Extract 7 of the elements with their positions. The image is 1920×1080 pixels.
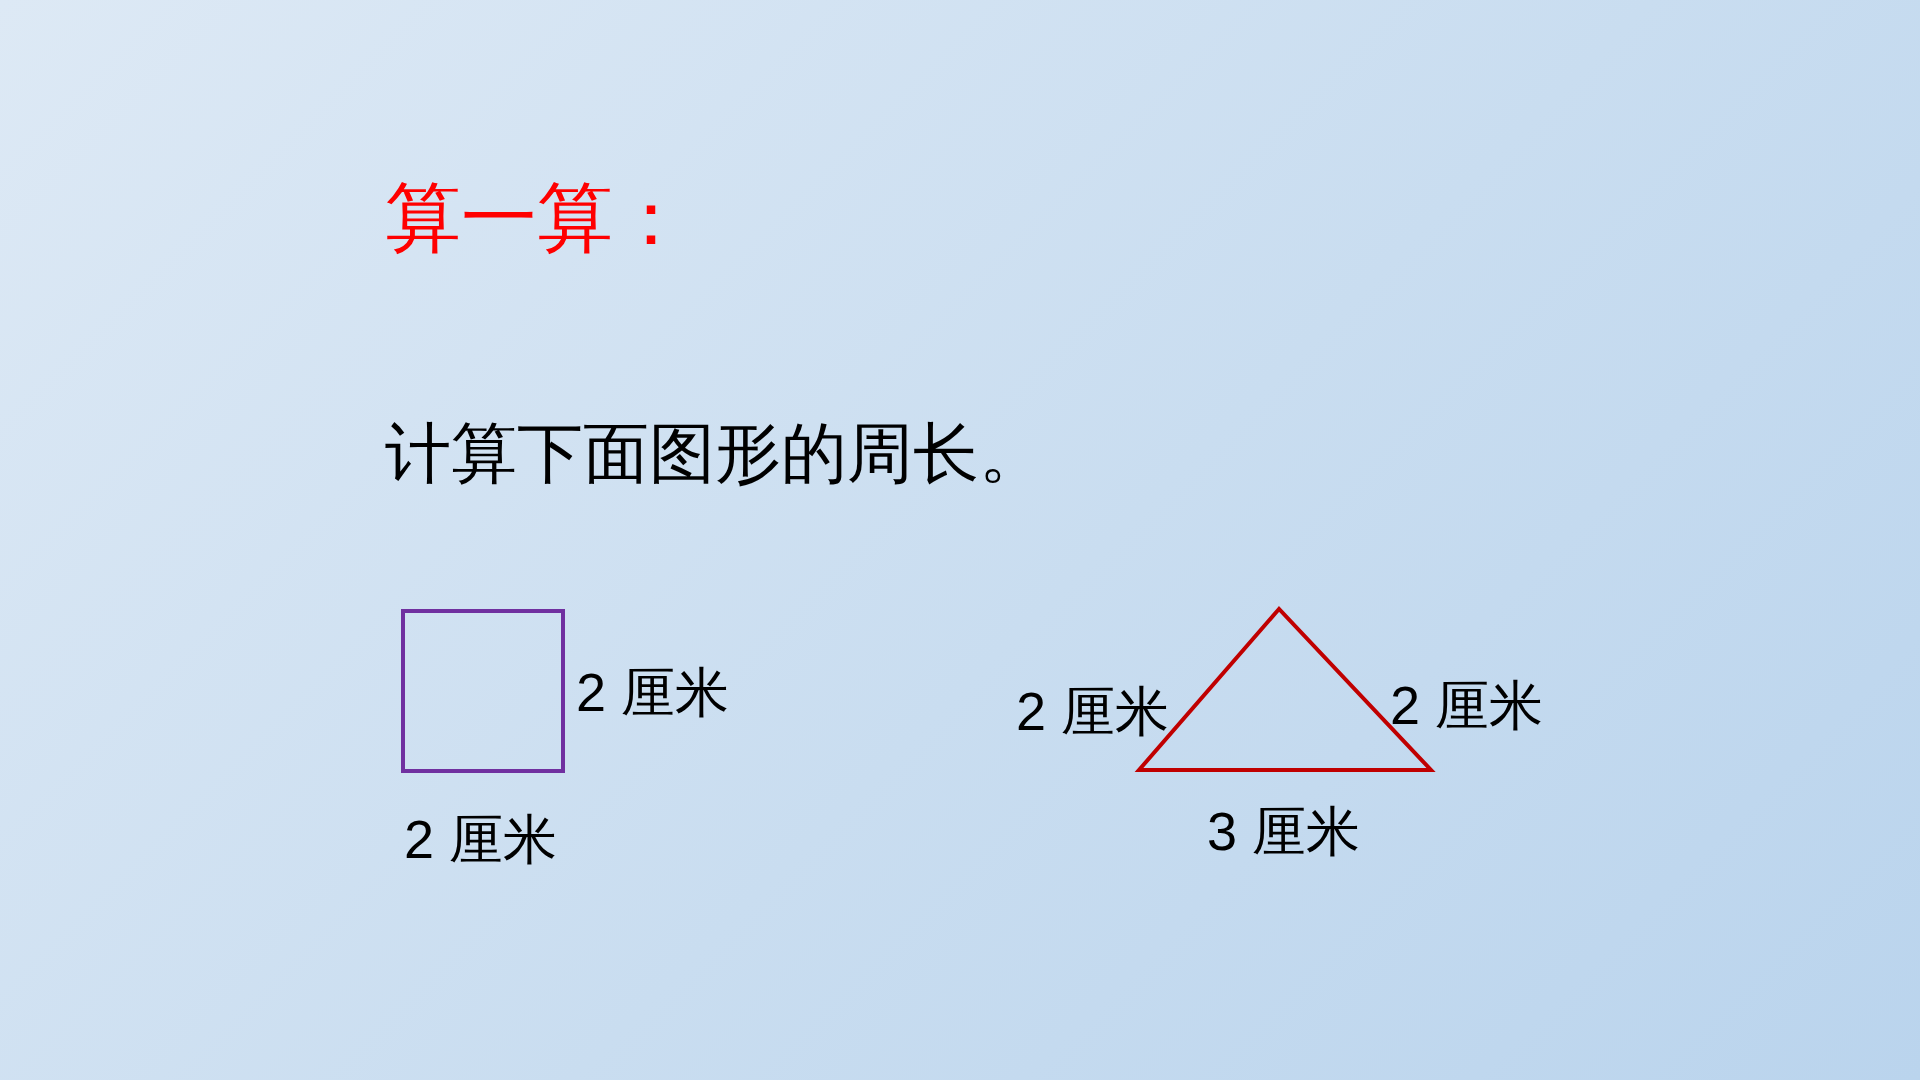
side-length-label: 2 厘米 (1016, 684, 1170, 738)
side-length-label: 2 厘米 (404, 812, 558, 866)
title: 算一算： (385, 180, 689, 256)
side-length-label: 2 厘米 (576, 665, 730, 719)
side-length-label: 3 厘米 (1207, 804, 1361, 858)
side-length-label: 2 厘米 (1390, 678, 1544, 732)
instruction-text: 计算下面图形的周长。 (385, 420, 1045, 486)
